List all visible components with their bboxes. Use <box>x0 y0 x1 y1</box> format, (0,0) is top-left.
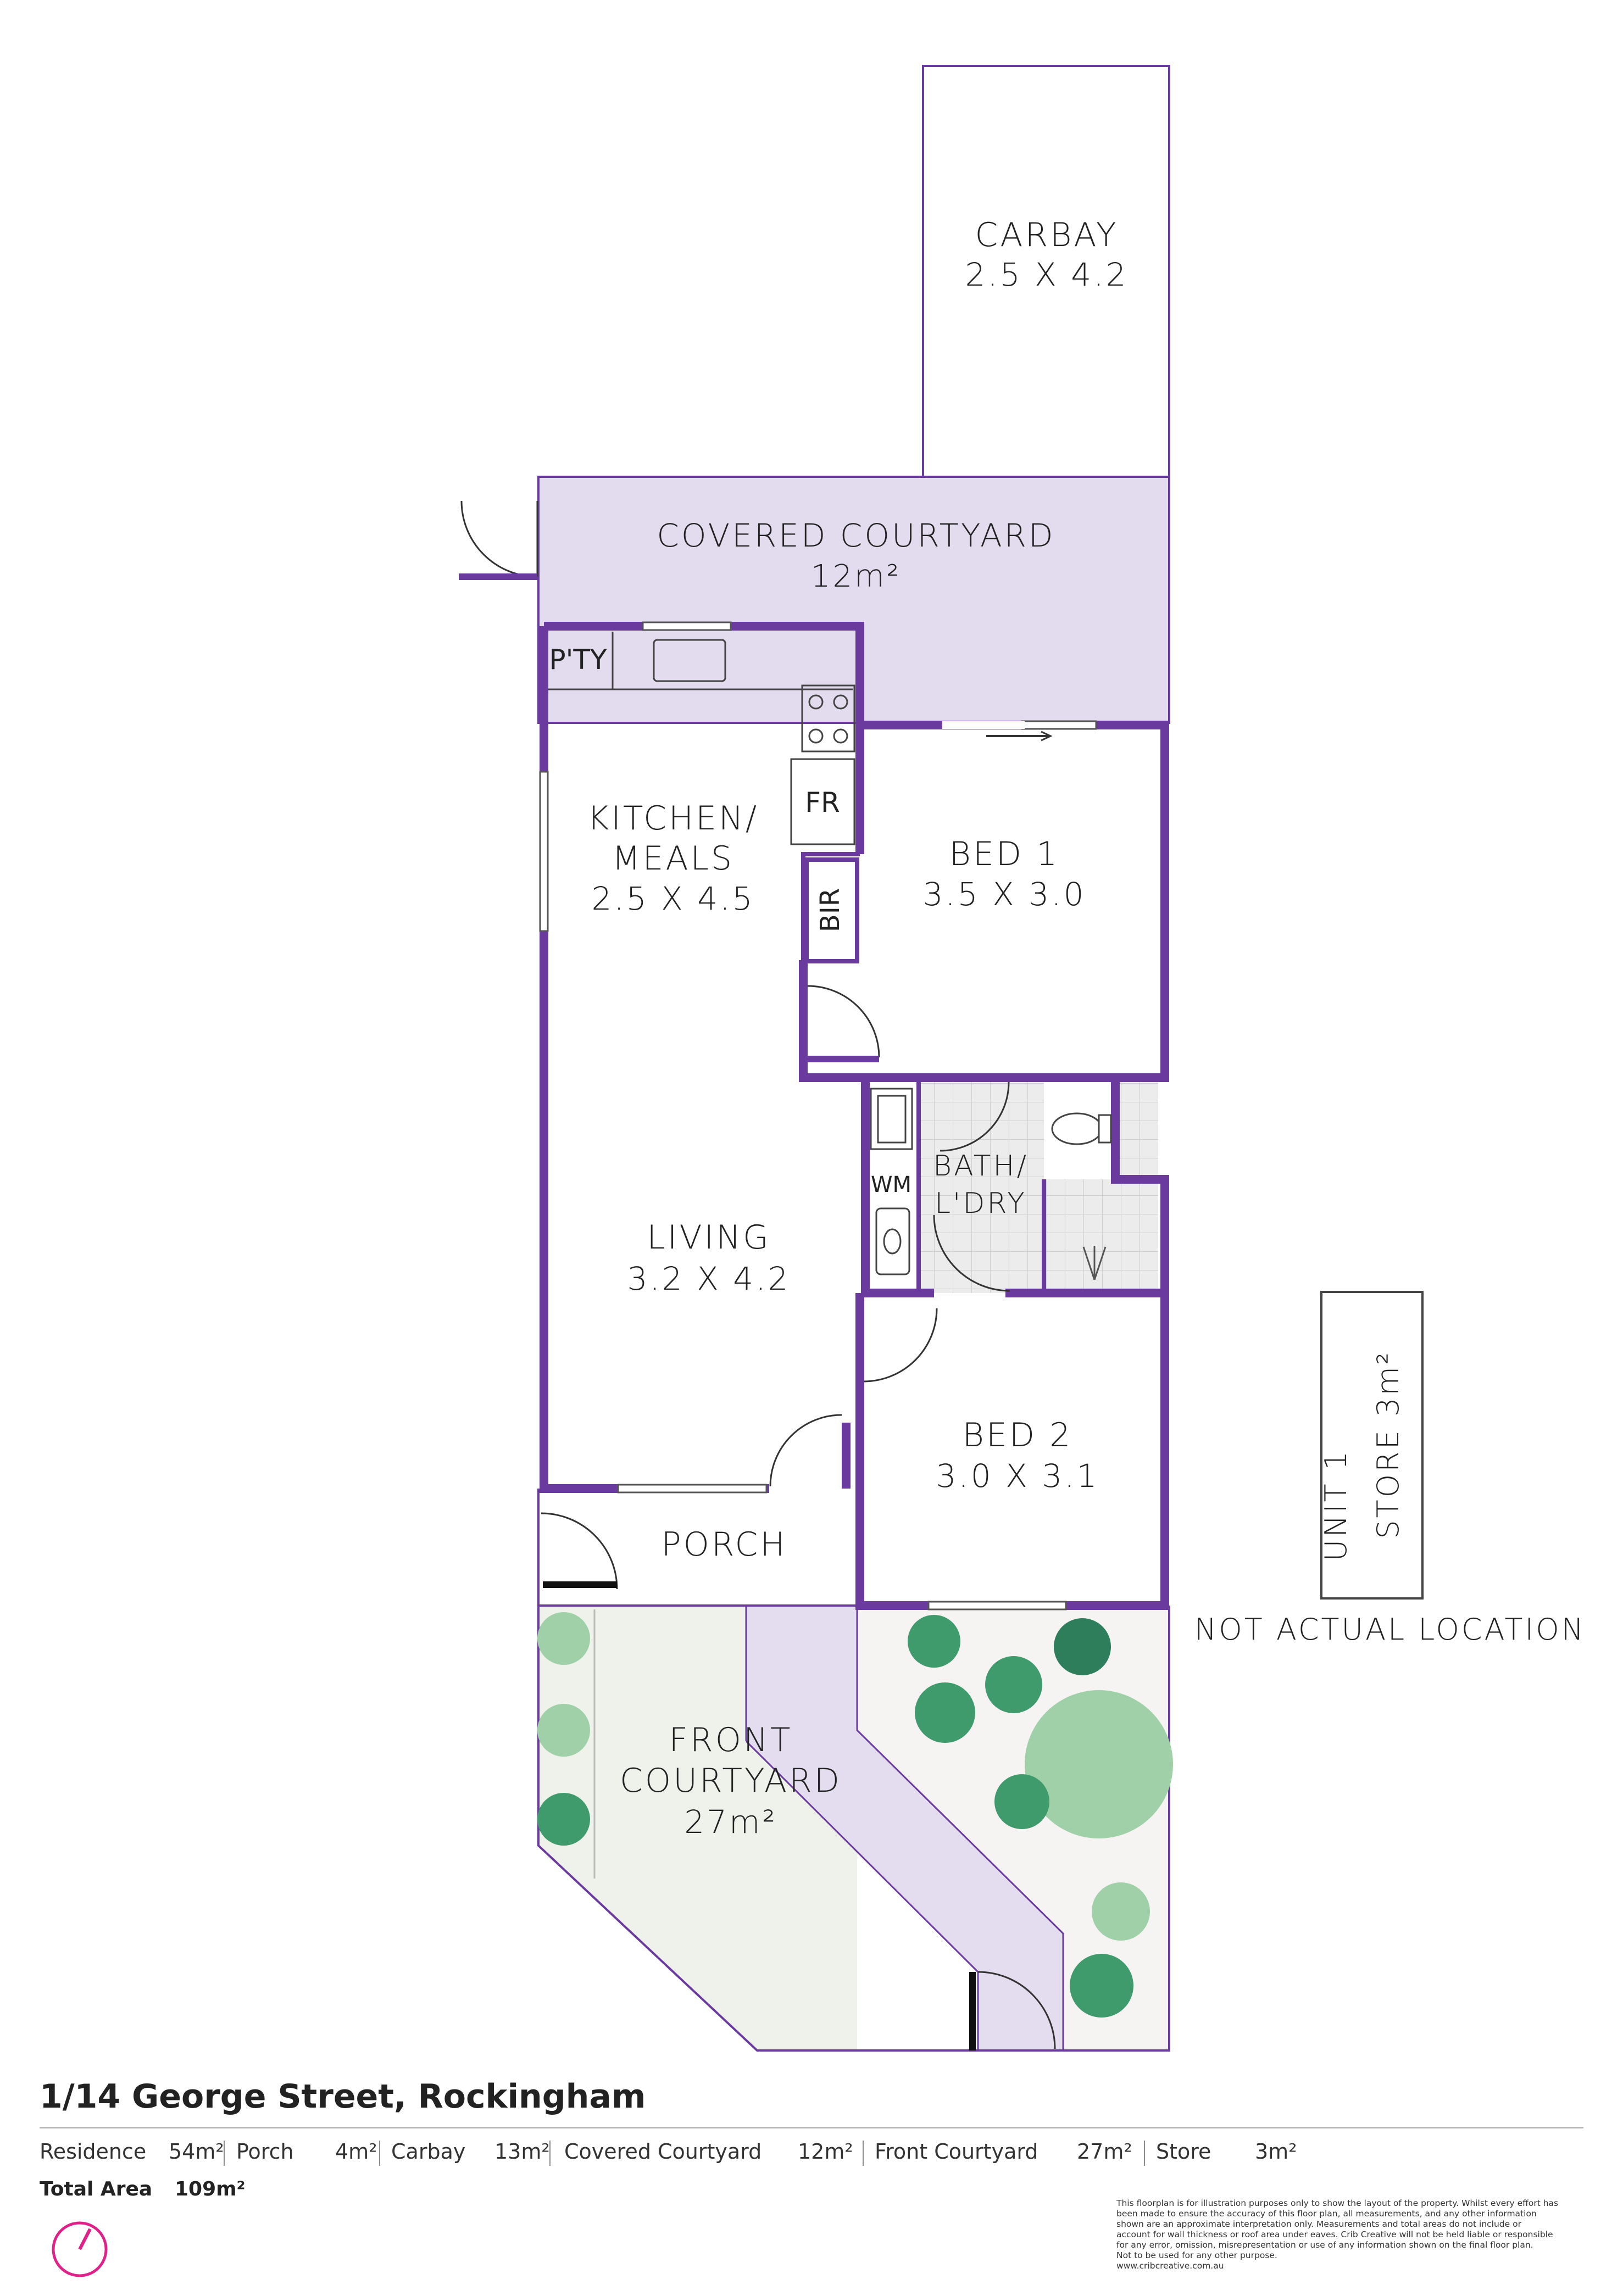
front-courtyard-label-line1: FRONT <box>669 1721 793 1759</box>
area-name-covered-courtyard: Covered Courtyard <box>564 2139 762 2164</box>
exterior-wall-west <box>540 626 769 1493</box>
living-size: 3.2 X 4.2 <box>627 1260 790 1297</box>
bed2-size: 3.0 X 3.1 <box>936 1457 1099 1495</box>
area-value-carbay: 13m² <box>494 2139 550 2164</box>
area-name-store: Store <box>1156 2139 1211 2164</box>
area-value-covered-courtyard: 12m² <box>798 2139 853 2164</box>
area-value-front-courtyard: 27m² <box>1077 2139 1132 2164</box>
pantry-label: P'TY <box>549 644 607 676</box>
store-outline <box>1320 1291 1424 1600</box>
bed1-label: BED 1 <box>949 835 1060 873</box>
property-address: 1/14 George Street, Rockingham <box>40 2077 646 2116</box>
bath-tiled-floor <box>919 1078 1158 1293</box>
front-courtyard-size: 27m² <box>684 1803 777 1841</box>
total-area-value: 109m² <box>175 2178 246 2200</box>
porch-label: PORCH <box>661 1525 787 1564</box>
kitchen-size: 2.5 X 4.5 <box>591 880 754 917</box>
covered-courtyard-area <box>538 477 1169 723</box>
footer-divider <box>40 2127 1583 2128</box>
covered-courtyard-label: COVERED COURTYARD <box>657 517 1055 554</box>
area-name-carbay: Carbay <box>391 2139 466 2164</box>
area-name-residence: Residence <box>40 2139 147 2164</box>
kitchen-label-line2: MEALS <box>612 839 734 878</box>
area-value-residence: 54m² <box>169 2139 224 2164</box>
washing-machine-label: WM <box>871 1172 911 1197</box>
living-label: LIVING <box>647 1218 770 1257</box>
landscaping-trees <box>537 1612 1173 2018</box>
bed1-size: 3.5 X 3.0 <box>922 876 1086 913</box>
total-area-label: Total Area <box>40 2178 153 2200</box>
kitchen-fittings <box>548 632 855 845</box>
compass-icon <box>52 2221 108 2277</box>
area-name-porch: Porch <box>236 2139 294 2164</box>
fridge-label: FR <box>805 787 840 818</box>
bed2-label: BED 2 <box>963 1416 1073 1454</box>
bath-label-line1: BATH/ <box>933 1150 1029 1183</box>
floor-plan: CARBAY 2.5 X 4.2 COVERED COURTYARD 12m² … <box>459 65 1586 2052</box>
area-name-front-courtyard: Front Courtyard <box>875 2139 1038 2164</box>
bath-fittings <box>870 1088 1112 1275</box>
kitchen-label-line1: KITCHEN/ <box>587 799 759 838</box>
carbay-size: 2.5 X 4.2 <box>965 256 1128 293</box>
disclaimer-text: This floorplan is for illustration purpo… <box>1116 2198 1559 2271</box>
not-actual-location-note: NOT ACTUAL LOCATION <box>1194 1612 1586 1647</box>
area-value-porch: 4m² <box>335 2139 377 2164</box>
front-courtyard-label-line2: COURTYARD <box>620 1762 842 1800</box>
carbay-label: CARBAY <box>975 216 1119 254</box>
covered-courtyard-size: 12m² <box>811 559 901 594</box>
bir-label: BIR <box>815 888 846 932</box>
front-path-area <box>746 1606 1063 2050</box>
store-label-line2: STORE 3m² <box>1371 1350 1405 1539</box>
bath-label-line2: L'DRY <box>935 1187 1027 1220</box>
windows <box>539 621 1097 1610</box>
area-value-store: 3m² <box>1255 2139 1297 2164</box>
store-label-line1: UNIT 1 <box>1319 1449 1353 1561</box>
